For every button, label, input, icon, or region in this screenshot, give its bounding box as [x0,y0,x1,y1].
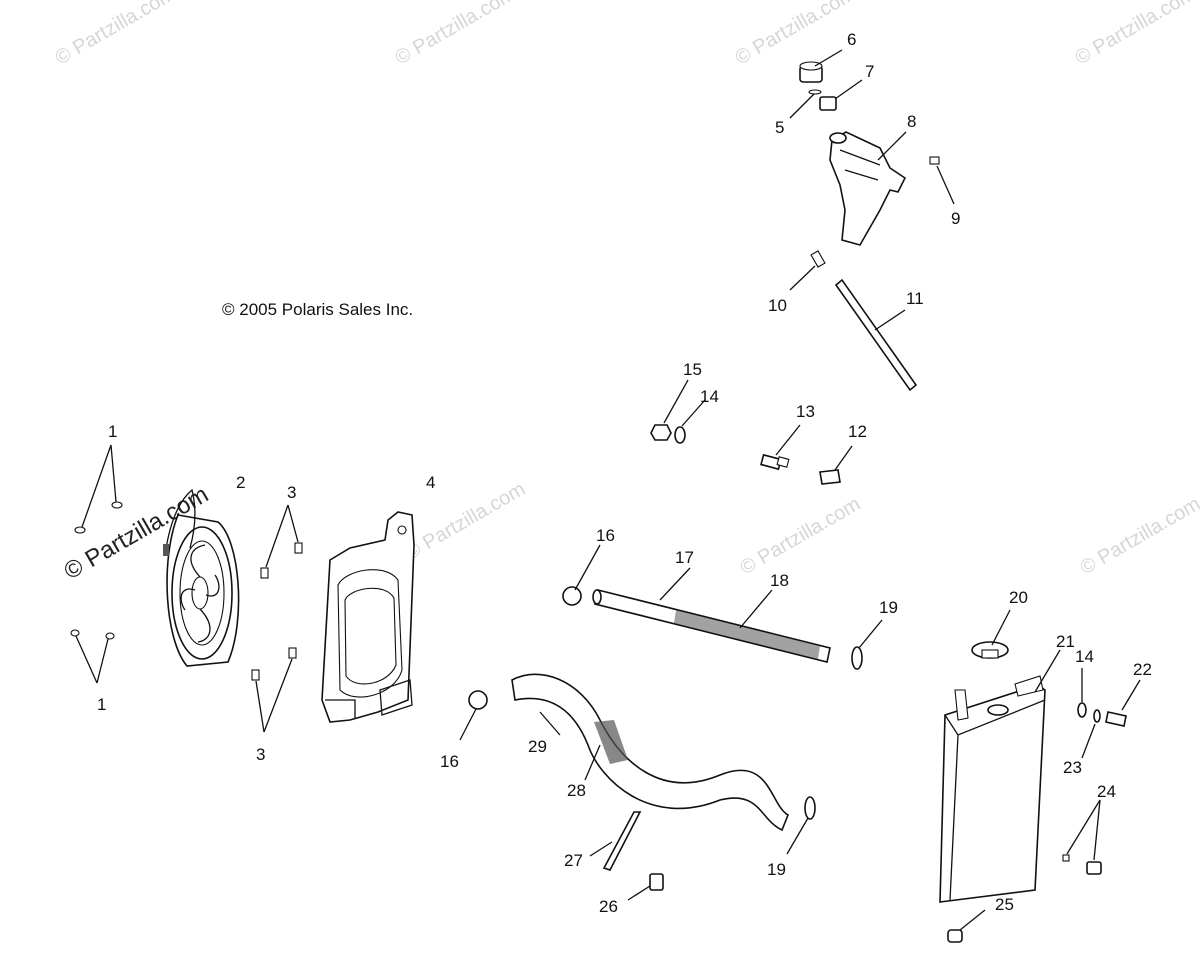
callout-label: 16 [440,752,459,771]
part-clips-3 [251,504,303,733]
callout-label: 26 [599,897,618,916]
callout-label: 15 [683,360,702,379]
part-lower-hose [511,673,790,832]
callout-label: 25 [995,895,1014,914]
callout-label: 28 [567,781,586,800]
part-radiator [939,649,1061,903]
part-hardware-12-15 [650,379,853,485]
callout-label: 24 [1097,782,1116,801]
part-coolant-reservoir [829,131,907,246]
callout-label: 4 [426,473,435,492]
callout-label: 12 [848,422,867,441]
callout-label: 2 [236,473,245,492]
callout-label: 3 [287,483,296,502]
watermarks: © Partzilla.com © Partzilla.com © Partzi… [52,0,1200,585]
part-cooling-fan [163,488,240,667]
part-upper-hose [592,567,831,663]
callout-label: 20 [1009,588,1028,607]
part-cap-seals [789,49,863,119]
callout-label: 17 [675,548,694,567]
watermark-text: © Partzilla.com [732,0,860,69]
callout-label: 7 [865,62,874,81]
callout-label: 19 [879,598,898,617]
watermark-text: © Partzilla.com [402,478,530,564]
callout-label: 23 [1063,758,1082,777]
watermark-text: © Partzilla.com [52,0,180,69]
callout-label: 5 [775,118,784,137]
part-drain-plug [947,909,986,943]
copyright-text: © 2005 Polaris Sales Inc. [222,300,413,319]
watermark-text: © Partzilla.com [392,0,520,69]
callout-label: 11 [906,289,924,308]
callout-label: 22 [1133,660,1152,679]
part-hose-clamps-19 [786,619,883,855]
callout-label: 21 [1056,632,1075,651]
part-fitting-10 [789,250,826,291]
callout-label: 9 [951,209,960,228]
callout-label: 27 [564,851,583,870]
part-fasteners-1 [70,444,123,684]
callout-label: 14 [700,387,719,406]
part-fitting-26 [627,873,664,901]
part-bushings-24 [1062,799,1102,875]
watermark-text: © Partzilla.com [1072,0,1200,69]
part-radiator-cap [971,609,1011,659]
callout-label: 16 [596,526,615,545]
callout-label: 6 [847,30,856,49]
callout-label: 18 [770,571,789,590]
callout-labels: 1 1 2 3 3 4 5 6 7 8 9 10 11 12 13 14 15 … [97,30,1152,916]
part-rod-27 [589,811,642,871]
part-hose-clamps-16 [459,544,601,741]
callout-label: 1 [108,422,117,441]
callout-label: 13 [796,402,815,421]
callout-label: 10 [768,296,787,315]
callout-label: 29 [528,737,547,756]
watermark-text: © Partzilla.com [1077,493,1200,579]
part-bolt-washers-22 [1077,668,1141,759]
part-fan-shroud [321,511,415,723]
callout-label: 3 [256,745,265,764]
callout-label: 8 [907,112,916,131]
part-bolt-9 [929,156,955,205]
part-overflow-tube [834,278,918,392]
callout-label: 1 [97,695,106,714]
callout-label: 14 [1075,647,1094,666]
watermark-text: © Partzilla.com [737,493,865,579]
callout-label: 19 [767,860,786,879]
